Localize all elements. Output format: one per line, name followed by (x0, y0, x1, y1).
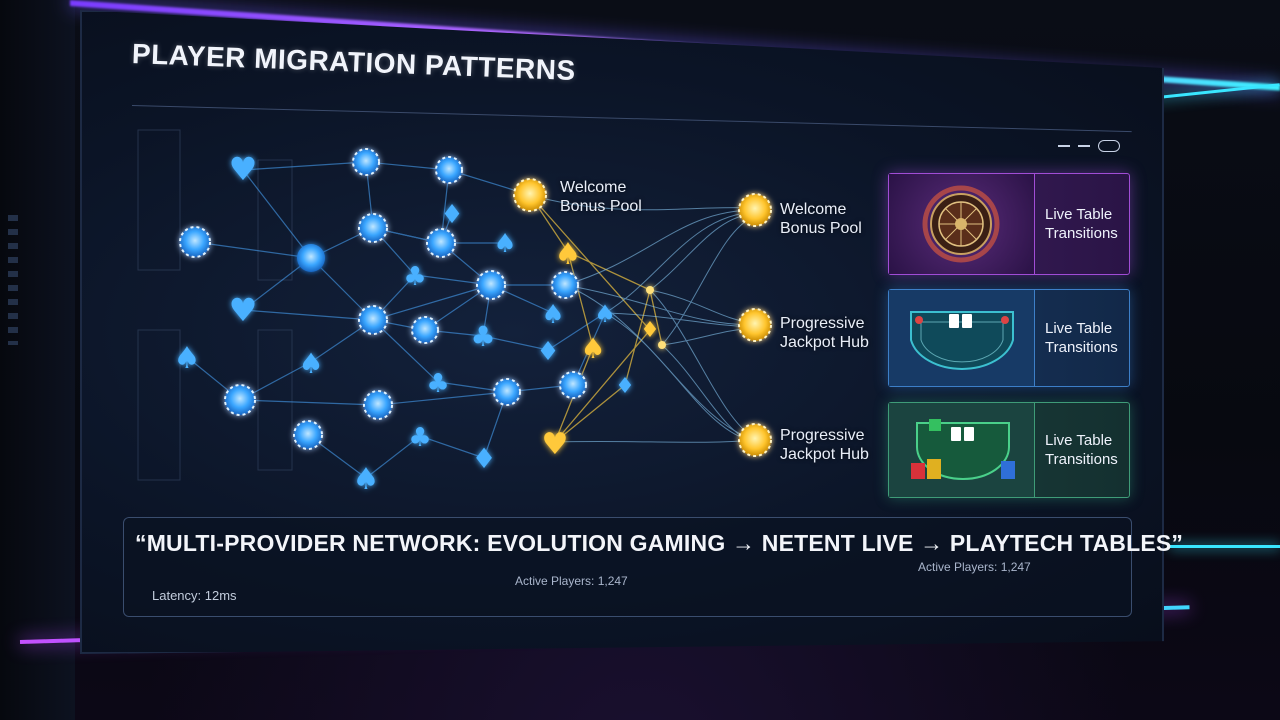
spade-icon: ♠ (594, 300, 616, 328)
chip-node (551, 271, 579, 299)
spade-icon: ♠ (555, 237, 582, 272)
gold-chip-node (738, 423, 772, 457)
left-wall (0, 0, 75, 720)
heart-icon: ♥ (229, 150, 258, 188)
gold-nodes: ♠ ♠ ♦ ♥ (513, 178, 772, 462)
minimize-icon[interactable] (1058, 145, 1070, 147)
dash-icon[interactable] (1078, 145, 1090, 147)
heart-icon: ♥ (542, 427, 569, 462)
diamond-icon: ♦ (615, 374, 635, 399)
gold-chip-node (513, 178, 547, 212)
welcome-bonus-pool-hub-label: Welcome Bonus Pool (780, 200, 862, 238)
active-players-readout: Active Players: 1,247 (515, 574, 628, 588)
active-players-readout-2: Active Players: 1,247 (918, 560, 1031, 574)
wall-vent (8, 215, 18, 345)
live-table-card-blackjack[interactable]: Live Table Transitions (888, 289, 1130, 387)
chip-node (358, 213, 388, 243)
heart-icon: ♥ (229, 291, 258, 329)
chip-node (435, 156, 463, 184)
progressive-jackpot-hub-label-2: Progressive Jackpot Hub (780, 426, 869, 464)
spade-icon: ♠ (580, 332, 605, 365)
server-rack-icons (137, 129, 293, 481)
toggle-icon[interactable] (1098, 140, 1120, 152)
card-3-text: Live Table Transitions (1045, 432, 1118, 468)
live-table-card-roulette[interactable]: Live Table Transitions (888, 173, 1130, 275)
gold-dot (646, 286, 654, 294)
diamond-icon: ♦ (440, 200, 463, 230)
club-icon: ♣ (470, 320, 495, 353)
welcome-right-text: Welcome Bonus Pool (780, 201, 862, 237)
window-controls[interactable] (1058, 140, 1120, 152)
chip-node (476, 270, 506, 300)
chip-node (293, 420, 323, 450)
spade-icon: ♠ (298, 347, 323, 380)
club-icon: ♣ (403, 262, 426, 292)
club-icon: ♣ (408, 423, 431, 453)
roulette-svg (922, 185, 1000, 263)
diamond-icon: ♦ (536, 337, 559, 367)
chip-node (358, 305, 388, 335)
chip-node (179, 226, 211, 258)
blackjack-table-icon (889, 290, 1035, 386)
provider-status-bar (123, 517, 1132, 617)
progressive-jackpot-hub-label: Progressive Jackpot Hub (780, 314, 869, 352)
neon-strip-right-lower (1170, 545, 1280, 548)
card-2-text: Live Table Transitions (1045, 320, 1118, 356)
chip-node (224, 384, 256, 416)
latency-readout: Latency: 12ms (152, 588, 237, 603)
blackjack-svg (910, 311, 1014, 370)
diamond-icon: ♦ (640, 318, 660, 343)
card-label: Live Table Transitions (1035, 174, 1129, 274)
chip-node (363, 390, 393, 420)
gold-chip-node (738, 308, 772, 342)
gold-dot (658, 341, 666, 349)
spade-icon: ♠ (541, 300, 564, 330)
casino-table-chips-icon (889, 403, 1035, 497)
chip-node (411, 316, 439, 344)
spade-icon: ♠ (353, 462, 380, 497)
jackpot-2-text: Progressive Jackpot Hub (780, 427, 869, 463)
diamond-icon: ♦ (471, 442, 496, 475)
card-label: Live Table Transitions (1035, 403, 1129, 497)
spade-icon: ♠ (174, 341, 201, 376)
chip-node (493, 378, 521, 406)
chip-node (352, 148, 380, 176)
welcome-left-text: Welcome Bonus Pool (560, 179, 642, 215)
fanout-edges (529, 194, 756, 445)
card-1-text: Live Table Transitions (1045, 206, 1118, 242)
card-label: Live Table Transitions (1035, 290, 1129, 386)
blue-chip-nodes (179, 148, 587, 450)
suit-icons: ♥ ♥ ♠ ♦ ♠ ♣ ♣ ♠ ♠ ♠ ♣ ♦ ♦ ♣ ♦ ♠ (174, 150, 635, 497)
roulette-wheel-icon (889, 174, 1035, 274)
chip-node (426, 228, 456, 258)
gold-chip-node (738, 193, 772, 227)
jackpot-1-text: Progressive Jackpot Hub (780, 315, 869, 351)
club-icon: ♣ (426, 369, 449, 399)
provider-network-headline: “MULTI-PROVIDER NETWORK: EVOLUTION GAMIN… (135, 530, 1184, 556)
welcome-bonus-pool-label: Welcome Bonus Pool (560, 178, 642, 216)
chip-node (297, 244, 325, 272)
live-table-card-chips[interactable]: Live Table Transitions (888, 402, 1130, 498)
spade-icon: ♠ (493, 229, 516, 259)
gold-edges (529, 194, 663, 443)
chip-node (559, 371, 587, 399)
table-chips-svg (911, 419, 1015, 480)
